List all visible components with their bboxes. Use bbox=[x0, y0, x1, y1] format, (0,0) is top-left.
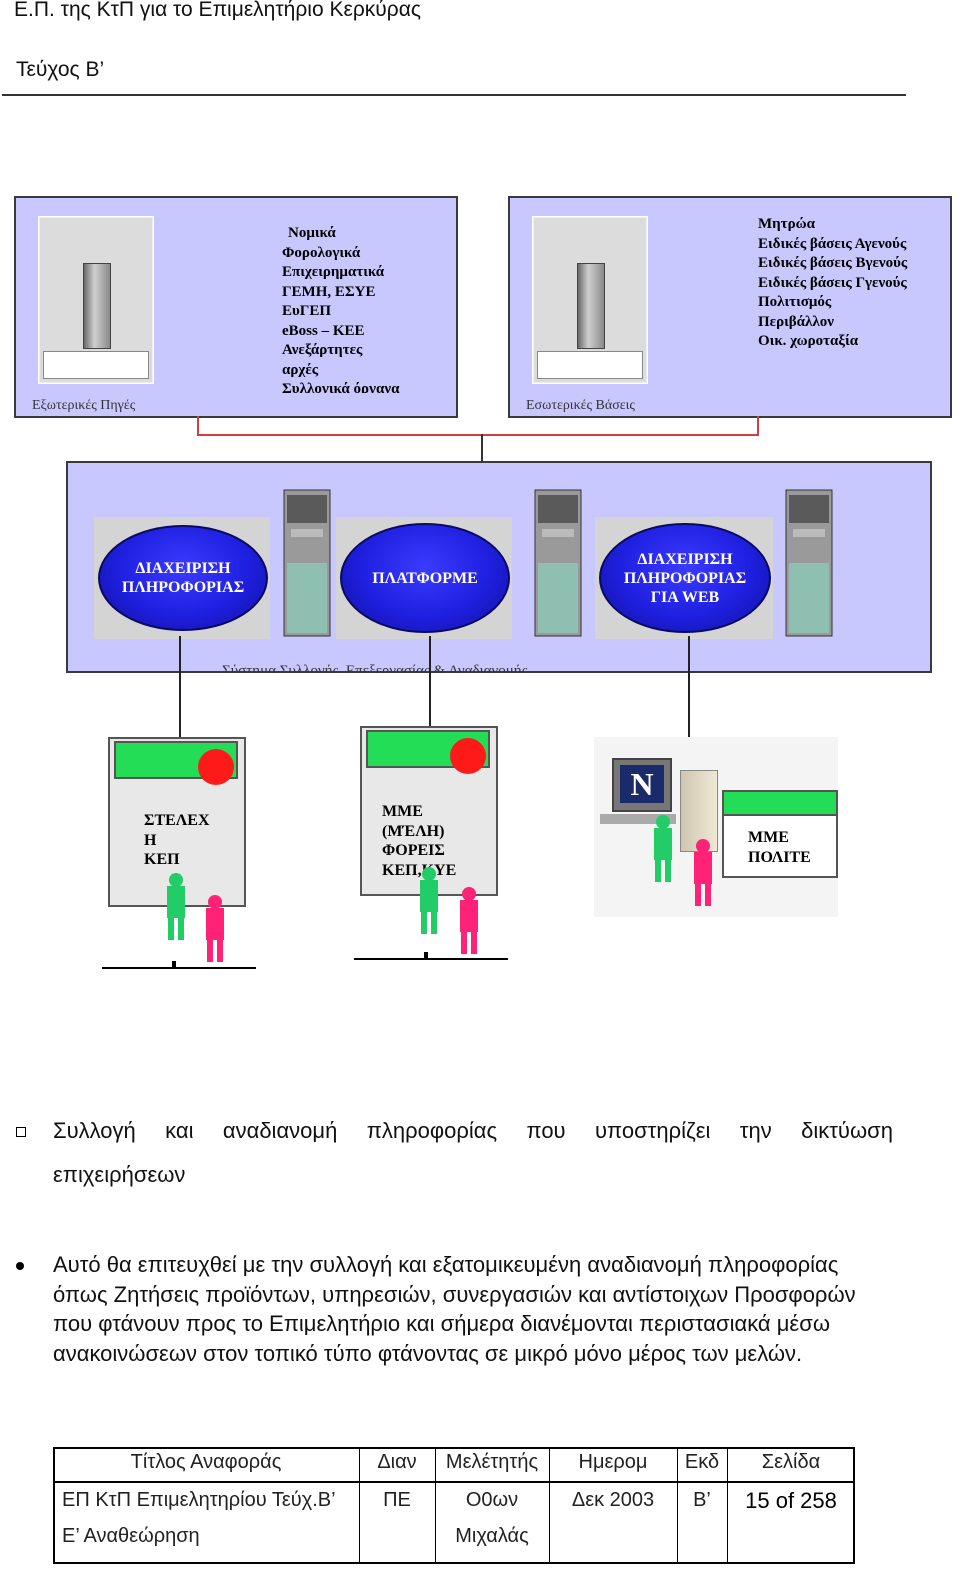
footer-header-dian: Διαν bbox=[377, 1451, 417, 1473]
server-icon bbox=[83, 263, 111, 349]
netscape-monitor-icon: N bbox=[612, 758, 672, 812]
connector-line bbox=[757, 416, 759, 436]
external-sources-list: Νομικά Φορολογικά Επιχειρηματικά ΓΕΜΗ, Ε… bbox=[282, 225, 400, 393]
footer-date-value: Δεκ 2003 bbox=[571, 1489, 655, 1511]
person-pink-icon bbox=[694, 839, 712, 906]
footer-report-title: ΕΠ ΚτΠ Επιμελητηρίου Τεύχ.Β’ bbox=[62, 1489, 336, 1511]
document-title: Ε.Π. της ΚτΠ για το Επιμελητήριο Κερκύρα… bbox=[14, 0, 421, 21]
footer-edition-value: Β’ bbox=[693, 1489, 711, 1511]
footer-header-edition: Εκδ bbox=[684, 1451, 720, 1473]
issue-label: Τεύχος Β’ bbox=[16, 58, 105, 81]
connector-line bbox=[179, 636, 181, 738]
tower-server-icon bbox=[534, 489, 582, 637]
internal-server-image bbox=[532, 216, 648, 384]
server-icon bbox=[577, 263, 605, 349]
external-server-image bbox=[38, 216, 154, 384]
pc-tower-icon bbox=[680, 770, 718, 852]
person-pink-icon bbox=[206, 895, 224, 962]
internal-databases-panel: Μητρώα Ειδικές βάσεις Αγενούς Ειδικές βά… bbox=[508, 196, 952, 418]
dot-bullet-paragraph: Αυτό θα επιτευχθεί με την συλλογή και εξ… bbox=[53, 1252, 856, 1366]
connector-line bbox=[197, 434, 759, 436]
footer-revision: Ε’ Αναθεώρηση bbox=[62, 1525, 200, 1547]
footer-header-date: Ημερομ bbox=[578, 1451, 648, 1473]
footer-author-value: Ο0ων bbox=[465, 1489, 519, 1511]
person-green-icon bbox=[167, 873, 185, 940]
tower-server-icon bbox=[785, 489, 833, 637]
person-green-icon bbox=[654, 815, 672, 882]
round-bullet-icon bbox=[16, 1262, 24, 1270]
tower-server-icon bbox=[283, 489, 331, 637]
square-bullet-line1: Συλλογή και αναδιανομή πληροφορίας που υ… bbox=[53, 1118, 893, 1143]
internal-databases-list: Μητρώα Ειδικές βάσεις Αγενούς Ειδικές βά… bbox=[758, 216, 908, 349]
system-caption: Σύστημα Συλλογής, Επεξεργασίας & Αναδιαν… bbox=[222, 663, 528, 673]
footer-header-author: Μελέτητής bbox=[445, 1451, 539, 1473]
connector-line bbox=[688, 636, 690, 738]
square-bullet-icon bbox=[16, 1127, 26, 1137]
footer-table-frame bbox=[53, 1447, 855, 1564]
footer-dian-value: ΠΕ bbox=[383, 1489, 411, 1511]
external-sources-panel: Νομικά Φορολογικά Επιχειρηματικά ΓΕΜΗ, Ε… bbox=[14, 196, 458, 418]
footer-page-number: 15 of 258 bbox=[745, 1488, 837, 1513]
external-sources-caption: Εξωτερικές Πηγές bbox=[32, 398, 136, 413]
connector-line bbox=[429, 636, 431, 728]
connector-line bbox=[197, 416, 199, 436]
footer-author-value-2: Μιχαλάς bbox=[455, 1525, 529, 1547]
square-bullet-line2: επιχειρήσεων bbox=[53, 1162, 186, 1187]
internal-databases-caption: Εσωτερικές Βάσεις bbox=[526, 398, 635, 413]
footer-header-page: Σελίδα bbox=[761, 1451, 821, 1473]
sme-citizens-card: ΜΜΕ ΠΟΛΙΤΕ bbox=[722, 790, 838, 878]
footer-header-title: Τίτλος Αναφοράς bbox=[130, 1451, 282, 1473]
person-pink-icon bbox=[460, 887, 478, 954]
connector-line bbox=[481, 434, 483, 462]
person-green-icon bbox=[420, 867, 438, 934]
platform-disc: ΠΛΑΤΦΟΡΜΕ bbox=[340, 523, 510, 633]
header-rule bbox=[2, 94, 906, 96]
